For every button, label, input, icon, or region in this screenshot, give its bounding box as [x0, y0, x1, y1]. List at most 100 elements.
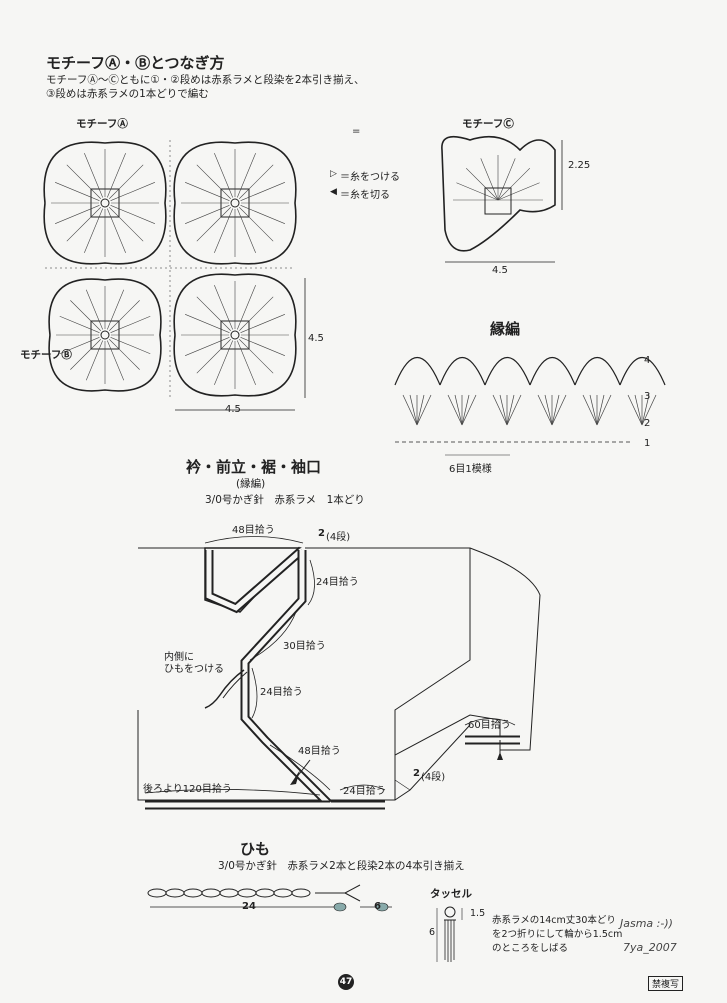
edging-arch: [529, 356, 576, 386]
edging-fan-stitch: [416, 394, 432, 426]
motif-a3-stitch: [214, 340, 233, 386]
edging-arch: [619, 356, 666, 386]
motif-height-dim: 4.5: [308, 333, 324, 344]
motif-b-stitch: [107, 289, 125, 330]
motif-b-stitch: [109, 339, 140, 370]
motif-c-width-dim: 4.5: [492, 265, 508, 276]
motif-b-stitch: [59, 337, 100, 355]
motif-c-stitch: [465, 167, 499, 201]
motif-a2-stitch: [239, 164, 274, 199]
pick-48-mid: 48目拾う: [298, 746, 341, 757]
edging-fan-stitch: [447, 394, 463, 426]
inside-cord-2: ひもをつける: [164, 664, 224, 675]
edging-fan-stitch: [454, 394, 463, 426]
cord-chain-link: [273, 888, 293, 898]
motif-b-stitch: [85, 340, 103, 381]
edging-fan-stitch: [544, 394, 553, 426]
edging-fan-stitch: [492, 394, 508, 426]
edging-row-2: 2: [644, 418, 651, 429]
edging-fan-stitch: [402, 394, 418, 426]
motif-c-center: [484, 187, 512, 215]
motif-c-stitch: [497, 182, 540, 201]
motif-c-stitch: [456, 182, 499, 201]
edging-arch: [439, 356, 486, 386]
inside-cord-1: 内側に: [164, 652, 194, 663]
sleeve-pick: 60目拾う: [468, 720, 511, 731]
motif-a3-stitch: [184, 314, 230, 333]
motif-a1-stitch: [66, 164, 101, 199]
edging-fan-stitch: [499, 394, 508, 426]
motif-a1-stitch: [109, 164, 144, 199]
collar-hook-info: 3/0号かぎ針 赤系ラメ 1本どり: [205, 494, 365, 506]
cord-chain-link: [201, 888, 221, 898]
cord-chain-link: [165, 888, 185, 898]
motif-a3-stitch: [184, 337, 230, 356]
motif-b-stitch: [70, 339, 101, 370]
attach-triangle-icon: ▷: [330, 169, 337, 179]
motif-a3-stitch: [239, 339, 274, 374]
edging-fan-stitch: [409, 394, 418, 426]
legend-cut: ＝糸を切る: [340, 190, 390, 201]
pick-30: 30目拾う: [283, 641, 326, 652]
watermark-line-1: Jasma :-)): [620, 917, 673, 930]
tassel-note-2: を2つ折りにして輪から1.5cm: [492, 929, 623, 940]
motif-b-ring: [100, 330, 110, 340]
edging-title: 縁編: [490, 320, 521, 338]
watermark-line-2: 7ya_2007: [623, 941, 677, 954]
tassel-title: タッセル: [430, 888, 472, 900]
edging-fan-stitch: [634, 394, 643, 426]
rows-4-suffix-b: (4段): [421, 772, 446, 783]
edging-fan-stitch: [506, 394, 515, 426]
motif-a2-stitch: [196, 207, 231, 242]
cord-chain-link: [291, 888, 311, 898]
cord-chain-link: [255, 888, 275, 898]
cord-end: [315, 884, 361, 902]
motif-b-outline: [48, 278, 162, 392]
cord-length-6: 6: [374, 901, 381, 912]
motif-a1-stitch: [109, 207, 144, 242]
motif-width-dim: 4.5: [225, 404, 241, 415]
motif-a3-stitch: [237, 284, 256, 330]
motif-a1-stitch: [84, 208, 103, 254]
rows-2: 2: [318, 528, 325, 539]
motif-a2-stitch: [240, 182, 286, 201]
cord-title: ひも: [240, 840, 271, 858]
motif-a2-ring: [230, 198, 240, 208]
motif-c-stitch: [497, 158, 516, 201]
motif-a2-stitch: [196, 164, 231, 199]
motif-a2-stitch: [214, 208, 233, 254]
edging-arch: [574, 356, 621, 386]
tassel-note-1: 赤系ラメの14cm丈30本どり: [492, 915, 616, 926]
collar-subtitle: (縁編): [236, 478, 266, 490]
motif-a1-outline: [43, 141, 167, 265]
motif-a1-stitch: [84, 152, 103, 198]
motif-note-line-1: モチーフⒶ〜Ⓒともに①・②段めは赤系ラメと段染を2本引き揃え、: [46, 74, 365, 86]
motif-section-title: モチーフⒶ・Ⓑとつなぎ方: [46, 54, 225, 72]
motif-a2-stitch: [237, 208, 256, 254]
cord-chain-link: [237, 888, 257, 898]
cord-diagram: [147, 884, 392, 912]
edging-fan-stitch: [506, 394, 522, 426]
motif-a2-stitch: [239, 207, 274, 242]
motif-a1-stitch: [107, 152, 126, 198]
motif-b-stitch: [110, 315, 151, 333]
motif-note-line-2: ③段めは赤系ラメの1本どりで編む: [46, 88, 209, 100]
cord-chain-link: [147, 888, 167, 898]
motif-a2-stitch: [184, 182, 230, 201]
pick-48-top: 48目拾う: [232, 525, 275, 536]
motif-c-stitch: [497, 167, 531, 201]
motif-a1-stitch: [54, 182, 100, 201]
edging-fan-stitch: [551, 394, 567, 426]
motif-a3-stitch: [239, 296, 274, 331]
motif-b-stitch: [107, 340, 125, 381]
motif-a2-stitch: [237, 152, 256, 198]
motif-b-stitch: [59, 315, 100, 333]
motif-a1-stitch: [66, 207, 101, 242]
cord-hook-info: 3/0号かぎ針 赤系ラメ2本と段染2本の4本引き揃え: [218, 860, 465, 872]
edging-row-3: 3: [644, 391, 651, 402]
edging-fan-stitch: [582, 394, 598, 426]
motif-c-stitch: [480, 158, 499, 201]
motif-a3-ring: [230, 330, 240, 340]
edging-fan-stitch: [461, 394, 477, 426]
